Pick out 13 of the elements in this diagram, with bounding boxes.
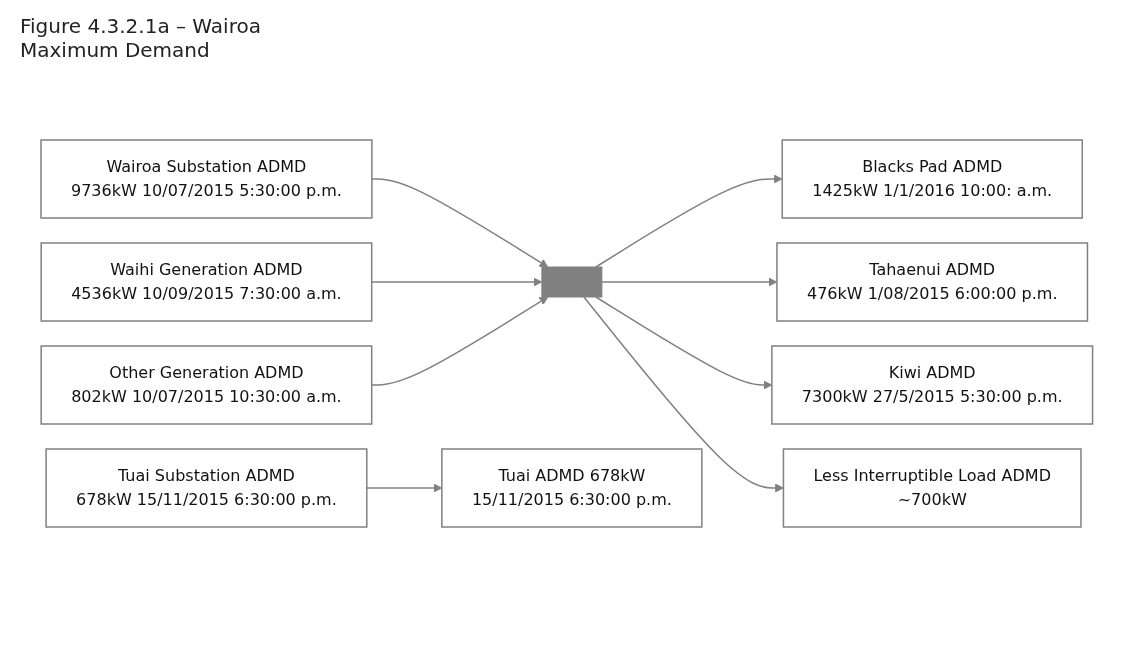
node-box: Tuai Substation ADMD 678kW 15/11/2015 6:30:00 p.m. xyxy=(45,447,368,528)
node-box: Wairoa Substation ADMD 9736kW 10/07/2015 5:30:00 p.m. xyxy=(39,138,373,219)
node-box: Tuai ADMD 678kW 15/11/2015 6:30:00 p.m. xyxy=(440,447,703,528)
node-box: Waihi Generation ADMD 4536kW 10/09/2015 7:30:00 a.m. xyxy=(40,241,373,322)
node-box: Tahaenui ADMD 476kW 1/08/2015 6:00:00 p.m. xyxy=(775,241,1088,322)
figure-title: Figure 4.3.2.1a – Wairoa Maximum Demand xyxy=(20,14,262,62)
node-bar xyxy=(541,266,603,297)
arrow xyxy=(594,295,772,389)
node-box: Blacks Pad ADMD 1425kW 1/1/2016 10:00: a.m. xyxy=(781,138,1083,219)
arrow xyxy=(582,295,784,492)
node-box: Other Generation ADMD 802kW 10/07/2015 10:30:00 a.m. xyxy=(40,344,373,425)
node-box: Less Interruptible Load ADMD ~700kW xyxy=(782,447,1082,528)
node-box: Kiwi ADMD 7300kW 27/5/2015 5:30:00 p.m. xyxy=(770,344,1094,425)
